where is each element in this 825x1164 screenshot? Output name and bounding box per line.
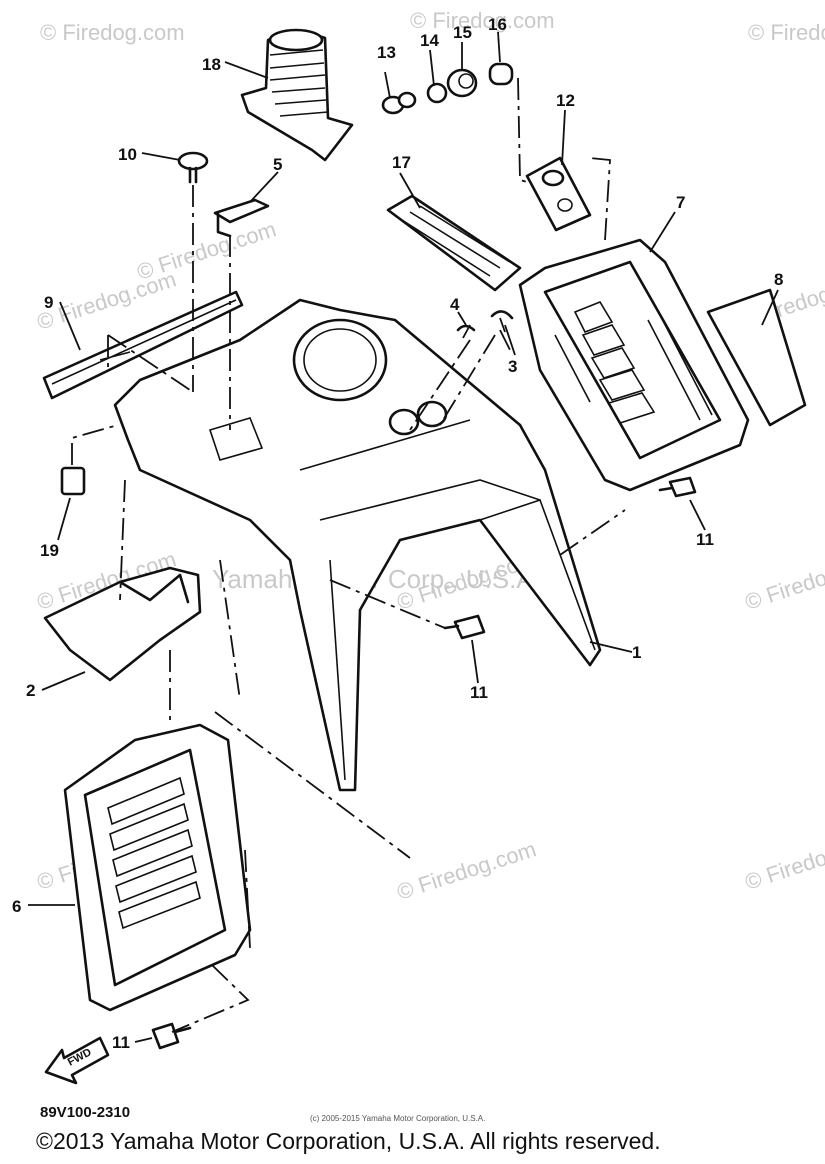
callout-8: 8 bbox=[774, 270, 783, 289]
watermark: © Firedog.com bbox=[394, 836, 539, 904]
callout-9: 9 bbox=[44, 293, 53, 312]
watermark: © Firedog.com bbox=[742, 826, 825, 894]
diagram-code: 89V100-2310 bbox=[40, 1104, 131, 1121]
parts-3-4-clips bbox=[456, 310, 514, 332]
fwd-arrow: FWD bbox=[44, 1036, 110, 1085]
part-17-mat bbox=[386, 194, 522, 292]
watermark: © Firedog.com bbox=[134, 216, 279, 284]
callouts: 1 2 3 4 5 6 7 8 9 10 11 11 11 12 13 14 1… bbox=[12, 15, 783, 1052]
callout-14: 14 bbox=[420, 31, 439, 50]
callout-16: 16 bbox=[488, 15, 507, 34]
part-19-switch bbox=[60, 466, 86, 496]
part-18-boot bbox=[240, 28, 354, 162]
part-6-left-cover bbox=[63, 723, 252, 1012]
callout-4: 4 bbox=[450, 295, 460, 314]
part-2-lower-cover bbox=[43, 566, 202, 682]
callout-17: 17 bbox=[392, 153, 411, 172]
watermark: © Firedog.com bbox=[742, 546, 825, 614]
part-8-panel bbox=[706, 288, 807, 427]
callout-11-center: 11 bbox=[470, 683, 488, 702]
callout-19: 19 bbox=[40, 541, 59, 560]
callout-6: 6 bbox=[12, 897, 21, 916]
callout-5: 5 bbox=[273, 155, 282, 174]
callout-11-right: 11 bbox=[696, 530, 714, 549]
parts-13-16 bbox=[381, 62, 514, 115]
watermark: © Firedog.com bbox=[40, 20, 185, 45]
callout-18: 18 bbox=[202, 55, 221, 74]
callout-7: 7 bbox=[676, 193, 685, 212]
small-copyright: (c) 2005-2015 Yamaha Motor Corporation, … bbox=[310, 1114, 486, 1123]
part-11-bolts bbox=[151, 476, 697, 1050]
callout-15: 15 bbox=[453, 23, 472, 42]
part-12-bracket bbox=[525, 156, 592, 232]
callout-13: 13 bbox=[377, 43, 396, 62]
callout-12: 12 bbox=[556, 91, 575, 110]
callout-1: 1 bbox=[632, 643, 641, 662]
part-5-plate bbox=[213, 198, 270, 238]
watermark: © Firedog.com bbox=[410, 8, 555, 33]
callout-10: 10 bbox=[118, 145, 137, 164]
assembly-lines bbox=[71, 77, 626, 1033]
callout-2: 2 bbox=[26, 681, 35, 700]
part-10-clip bbox=[177, 151, 209, 184]
part-1-main-body bbox=[113, 298, 602, 792]
callout-3: 3 bbox=[508, 357, 517, 376]
part-7-right-cover bbox=[518, 238, 750, 492]
footer-copyright: ©2013 Yamaha Motor Corporation, U.S.A. A… bbox=[36, 1128, 661, 1154]
leader-lines bbox=[28, 31, 779, 1043]
watermark: © Firedog.com bbox=[748, 20, 825, 45]
callout-11-bottom: 11 bbox=[112, 1033, 130, 1052]
